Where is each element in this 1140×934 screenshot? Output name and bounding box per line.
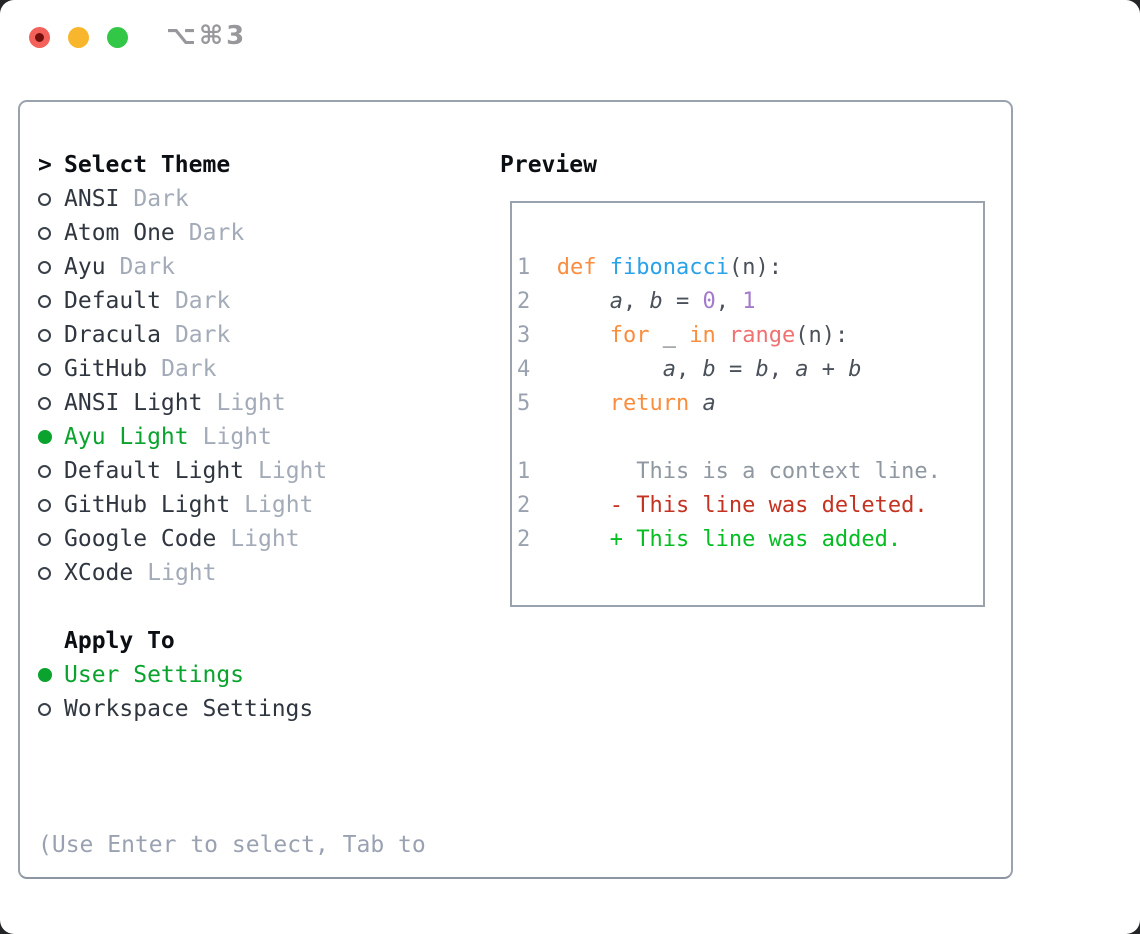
- code-line: 1 def fibonacci(n):: [517, 255, 782, 280]
- apply-to-title: Apply To: [64, 628, 175, 654]
- theme-option-ayu-light[interactable]: Ayu Light Light: [38, 420, 426, 454]
- radio-selected-icon: [38, 668, 64, 682]
- preview-box: 1 def fibonacci(n): 2 a, b = 0, 1 3 for _ …: [510, 201, 985, 607]
- theme-option-xcode[interactable]: XCode Light: [38, 556, 426, 590]
- radio-icon: [38, 396, 64, 410]
- prompt-caret-icon: >: [38, 152, 52, 178]
- radio-icon: [38, 362, 64, 376]
- theme-option-atom-one-dark[interactable]: Atom One Dark: [38, 216, 426, 250]
- window-title-shortcut: ⌥⌘3: [166, 21, 248, 51]
- select-theme-header: > Select Theme: [38, 148, 426, 182]
- theme-option-github-dark[interactable]: GitHub Dark: [38, 352, 426, 386]
- theme-option-ayu-dark[interactable]: Ayu Dark: [38, 250, 426, 284]
- help-text-line-2: change focus): [38, 930, 426, 934]
- code-line: 3 for _ in range(n):: [517, 323, 849, 348]
- theme-option-dracula-dark[interactable]: Dracula Dark: [38, 318, 426, 352]
- minimize-button[interactable]: [68, 27, 89, 48]
- preview-header: Preview: [500, 152, 597, 178]
- theme-option-default-dark[interactable]: Default Dark: [38, 284, 426, 318]
- code-line: [517, 421, 983, 455]
- code-line: 2 a, b = 0, 1: [517, 289, 756, 314]
- radio-selected-icon: [38, 430, 64, 444]
- close-modified-dot-icon: [35, 33, 44, 42]
- code-line: 2 + This line was added.: [517, 527, 902, 552]
- theme-option-google-code[interactable]: Google Code Light: [38, 522, 426, 556]
- radio-icon: [38, 260, 64, 274]
- spacer: [38, 726, 426, 760]
- radio-icon: [38, 192, 64, 206]
- theme-option-default-light[interactable]: Default Light Light: [38, 454, 426, 488]
- code-line: 5 return a: [517, 391, 716, 416]
- preview-code: 1 def fibonacci(n): 2 a, b = 0, 1 3 for _ …: [512, 203, 983, 557]
- maximize-button[interactable]: [107, 27, 128, 48]
- apply-option-workspace-settings[interactable]: Workspace Settings: [38, 692, 426, 726]
- radio-icon: [38, 702, 64, 716]
- radio-icon: [38, 464, 64, 478]
- radio-icon: [38, 226, 64, 240]
- code-line: 4 a, b = b, a + b: [517, 357, 862, 382]
- select-theme-title: Select Theme: [64, 152, 231, 178]
- apply-option-user-settings[interactable]: User Settings: [38, 658, 426, 692]
- apply-to-header: Apply To: [38, 624, 426, 658]
- spacer: [38, 590, 426, 624]
- theme-option-ansi-light[interactable]: ANSI Light Light: [38, 386, 426, 420]
- theme-list-column: > Select Theme ANSI Dark Atom One Dark A…: [38, 148, 426, 934]
- close-button[interactable]: [29, 27, 50, 48]
- radio-icon: [38, 328, 64, 342]
- radio-icon: [38, 566, 64, 580]
- radio-icon: [38, 532, 64, 546]
- theme-option-ansi-dark[interactable]: ANSI Dark: [38, 182, 426, 216]
- help-text-line-1: (Use Enter to select, Tab to: [38, 832, 426, 858]
- radio-icon: [38, 498, 64, 512]
- theme-option-github-light[interactable]: GitHub Light Light: [38, 488, 426, 522]
- help-text: (Use Enter to select, Tab to change focu…: [38, 760, 426, 934]
- radio-icon: [38, 294, 64, 308]
- theme-picker-panel: > Select Theme ANSI Dark Atom One Dark A…: [18, 100, 1013, 879]
- code-line: 1 This is a context line.: [517, 459, 941, 484]
- code-line: 2 - This line was deleted.: [517, 493, 928, 518]
